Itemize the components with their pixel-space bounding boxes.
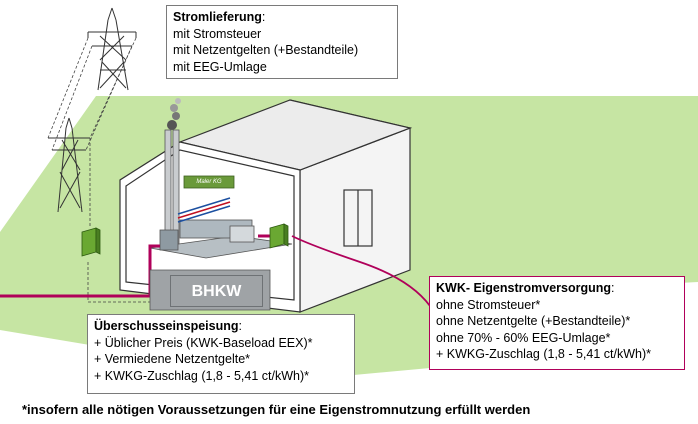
stromlieferung-line: mit Netzentgelten (+Bestandteile) — [173, 43, 359, 57]
kwk-line: + KWKG-Zuschlag (1,8 - 5,41 ct/kWh)* — [436, 347, 651, 361]
company-sign — [183, 175, 235, 189]
stromlieferung-line: mit EEG-Umlage — [173, 59, 267, 74]
ueberschuss-title: Überschusseinspeisung — [94, 319, 239, 333]
meter-icon — [81, 227, 101, 257]
kwk-title-row: KWK- Eigenstromversorgung: — [436, 280, 678, 297]
pylon-icon — [87, 7, 137, 91]
kwk-eigenstrom-box: KWK- Eigenstromversorgung: ohne Stromste… — [429, 276, 685, 370]
stromlieferung-box: Stromlieferung: mit Stromsteuer mit Netz… — [166, 5, 398, 79]
ueberschuss-title-row: Überschusseinspeisung: — [94, 318, 348, 335]
ueberschusseinspeisung-box: Überschusseinspeisung: + Üblicher Preis … — [87, 314, 355, 394]
ueberschuss-title-suffix: : — [238, 319, 242, 333]
kwk-title: KWK- Eigenstromversorgung — [436, 281, 612, 295]
pylon-icon — [48, 117, 90, 213]
stromlieferung-line: mit Stromsteuer — [173, 26, 262, 41]
company-sign-label: Maler KG — [196, 179, 222, 185]
stromlieferung-title-row: Stromlieferung: — [173, 9, 391, 26]
stromlieferung-title-suffix: : — [261, 10, 266, 24]
footnote: *insofern alle nötigen Voraussetzungen f… — [22, 402, 531, 417]
meter-icon — [269, 223, 289, 249]
kwk-title-suffix: : — [611, 281, 615, 295]
stromlieferung-title: Stromlieferung — [173, 10, 262, 24]
kwk-line: ohne 70% - 60% EEG-Umlage* — [436, 330, 611, 345]
connector-line — [291, 235, 431, 307]
chimney — [164, 98, 181, 251]
ueberschuss-line: + KWKG-Zuschlag (1,8 - 5,41 ct/kWh)* — [94, 368, 309, 383]
chp-engine — [149, 197, 293, 259]
ueberschuss-line: + Üblicher Preis (KWK-Baseload EEX)* — [94, 335, 313, 350]
kwk-line: ohne Stromsteuer* — [436, 297, 541, 312]
kwk-line: ohne Netzentgelte (+Bestandteile)* — [436, 314, 631, 328]
ueberschuss-line: + Vermiedene Netzentgelte* — [94, 352, 251, 366]
bhkw-label: BHKW — [170, 275, 263, 307]
